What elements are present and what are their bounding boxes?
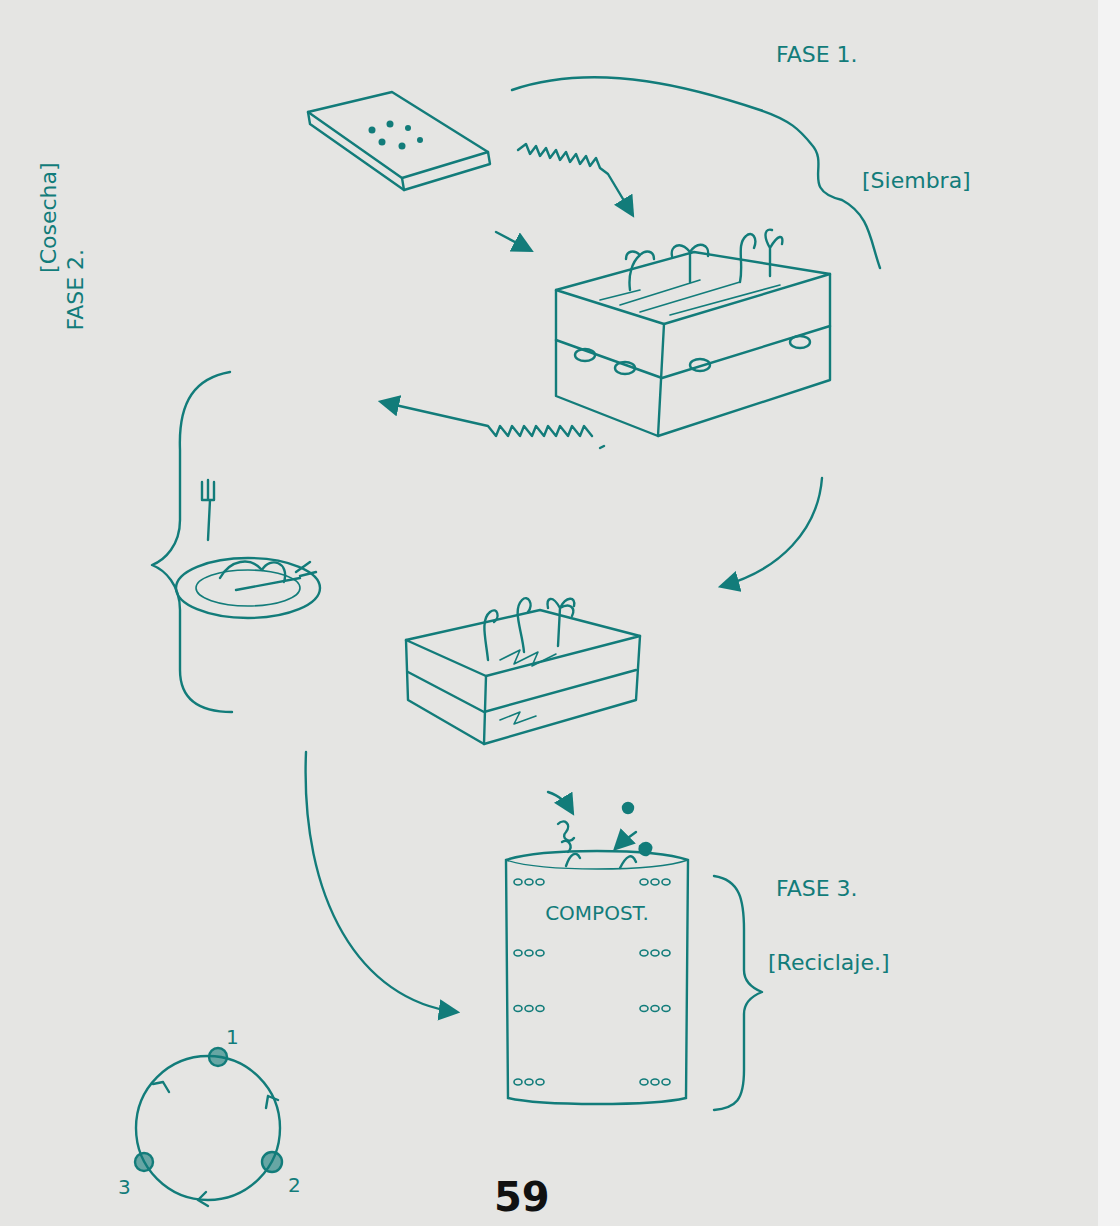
cycle-number: 2 xyxy=(288,1174,301,1197)
phase-brace xyxy=(512,77,880,268)
arrow xyxy=(722,478,822,586)
phase-label: FASE 1. xyxy=(776,42,858,67)
squiggle-arrow xyxy=(518,144,632,214)
falling-scraps xyxy=(548,792,651,868)
phase-name: [Siembra] xyxy=(862,168,971,193)
page-edge xyxy=(1098,0,1120,1226)
bin-label: COMPOST. xyxy=(545,902,649,925)
cycle-diagram xyxy=(135,1048,282,1206)
phase-brace xyxy=(714,876,762,1110)
raised-bed xyxy=(406,598,640,744)
page-number: 59 xyxy=(494,1174,550,1220)
arrow xyxy=(496,232,530,250)
phase-label: FASE 2. xyxy=(63,249,88,331)
raised-bed xyxy=(556,230,830,448)
phase-name: [Reciclaje.] xyxy=(768,950,890,975)
plate-with-food xyxy=(176,480,320,618)
cycle-number: 3 xyxy=(118,1176,131,1199)
phase-brace xyxy=(152,372,232,712)
bin-outline xyxy=(502,846,692,1108)
cycle-number: 1 xyxy=(226,1026,239,1049)
compost-bin: COMPOST. xyxy=(502,846,692,1108)
phase-name: [Cosecha] xyxy=(35,163,60,274)
seed-tray xyxy=(308,92,490,190)
phase-label: FASE 3. xyxy=(776,876,858,901)
squiggle-arrow xyxy=(382,402,592,436)
arrow xyxy=(306,752,456,1012)
